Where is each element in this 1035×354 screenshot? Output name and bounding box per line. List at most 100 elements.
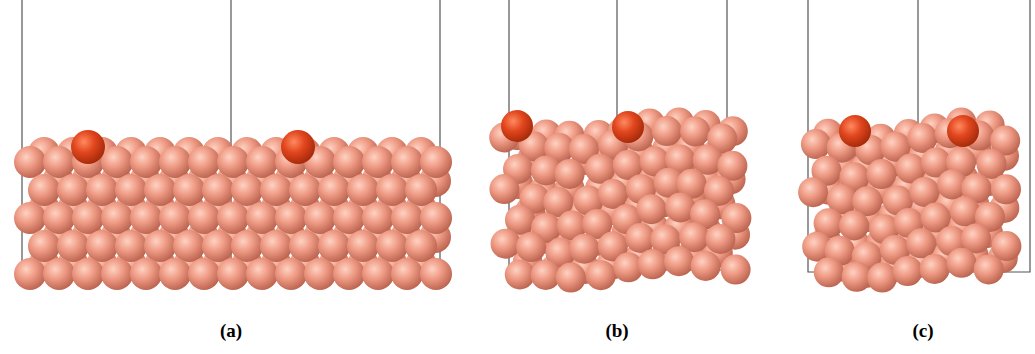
- copper-atom: [14, 258, 46, 290]
- copper-atom: [920, 254, 950, 284]
- copper-atom: [217, 202, 249, 234]
- copper-atom: [28, 174, 60, 206]
- copper-atom: [420, 202, 452, 234]
- copper-atom: [405, 230, 437, 262]
- copper-atom: [260, 230, 292, 262]
- copper-atom: [333, 202, 365, 234]
- copper-atom: [867, 263, 897, 293]
- copper-atom: [14, 146, 46, 178]
- copper-atom: [376, 174, 408, 206]
- adsorbate-atom: [281, 130, 315, 164]
- copper-atom: [569, 234, 599, 264]
- copper-atom: [652, 116, 682, 146]
- copper-atom: [130, 146, 162, 178]
- copper-atom: [202, 230, 234, 262]
- copper-atom: [144, 174, 176, 206]
- copper-atom: [362, 202, 394, 234]
- panel-label: (c): [912, 320, 933, 342]
- copper-atom: [489, 174, 519, 204]
- copper-atom: [839, 211, 869, 241]
- copper-atom: [333, 146, 365, 178]
- copper-atom: [289, 230, 321, 262]
- copper-atom: [405, 174, 437, 206]
- copper-atom: [101, 258, 133, 290]
- copper-atom: [636, 194, 666, 224]
- copper-atom: [173, 230, 205, 262]
- copper-atom: [638, 249, 668, 279]
- copper-atom: [950, 196, 980, 226]
- copper-atom: [86, 230, 118, 262]
- copper-atom: [347, 230, 379, 262]
- copper-atom: [304, 258, 336, 290]
- copper-atom: [86, 174, 118, 206]
- copper-atom: [691, 251, 721, 281]
- copper-atom: [866, 159, 896, 189]
- copper-atom: [130, 202, 162, 234]
- adsorbate-atom: [612, 111, 644, 143]
- copper-atom: [909, 177, 939, 207]
- copper-atom: [362, 258, 394, 290]
- copper-atom: [72, 258, 104, 290]
- copper-atom: [376, 230, 408, 262]
- copper-atom: [57, 174, 89, 206]
- copper-atom: [347, 174, 379, 206]
- copper-atom: [43, 146, 75, 178]
- copper-atom: [144, 230, 176, 262]
- copper-atom: [173, 174, 205, 206]
- adsorbate-atom: [501, 110, 533, 142]
- copper-atom: [598, 179, 628, 209]
- copper-atom: [231, 230, 263, 262]
- copper-atom: [246, 258, 278, 290]
- copper-atom: [391, 202, 423, 234]
- copper-atom: [556, 263, 586, 293]
- panel-label: (a): [220, 320, 242, 342]
- copper-atom: [43, 202, 75, 234]
- adsorbate-atom: [947, 115, 979, 147]
- copper-atom: [705, 224, 735, 254]
- copper-atom: [246, 202, 278, 234]
- copper-atom: [275, 258, 307, 290]
- copper-atom: [159, 146, 191, 178]
- copper-atom: [202, 174, 234, 206]
- copper-atom: [814, 257, 844, 287]
- copper-atom: [188, 258, 220, 290]
- copper-atom: [391, 146, 423, 178]
- copper-atom: [991, 174, 1021, 204]
- copper-atom: [906, 228, 936, 258]
- copper-atom: [801, 129, 831, 159]
- copper-atom: [391, 258, 423, 290]
- copper-atom: [420, 146, 452, 178]
- copper-atom: [43, 258, 75, 290]
- copper-atom: [362, 146, 394, 178]
- copper-atom: [188, 146, 220, 178]
- adsorbate-atom: [839, 115, 871, 147]
- copper-atom: [217, 146, 249, 178]
- copper-atom: [28, 230, 60, 262]
- copper-atom: [57, 230, 89, 262]
- copper-atom: [231, 174, 263, 206]
- copper-atom: [491, 229, 521, 259]
- copper-atom: [115, 174, 147, 206]
- copper-atom: [260, 174, 292, 206]
- copper-atom: [318, 230, 350, 262]
- copper-atom: [333, 258, 365, 290]
- copper-atom: [555, 159, 585, 189]
- copper-atom: [842, 262, 872, 292]
- copper-atom: [664, 246, 694, 276]
- copper-atom: [516, 232, 546, 262]
- copper-atom: [420, 258, 452, 290]
- copper-atom: [188, 202, 220, 234]
- copper-atom: [289, 174, 321, 206]
- copper-atom: [680, 116, 710, 146]
- copper-atom: [217, 258, 249, 290]
- copper-atom: [318, 174, 350, 206]
- unit-cell: [22, 0, 1030, 278]
- copper-atom: [101, 146, 133, 178]
- copper-atom: [505, 260, 535, 290]
- copper-atom: [101, 202, 133, 234]
- copper-atom: [974, 254, 1004, 284]
- copper-atom: [159, 258, 191, 290]
- adsorbate-atom: [71, 130, 105, 164]
- copper-atom: [159, 202, 191, 234]
